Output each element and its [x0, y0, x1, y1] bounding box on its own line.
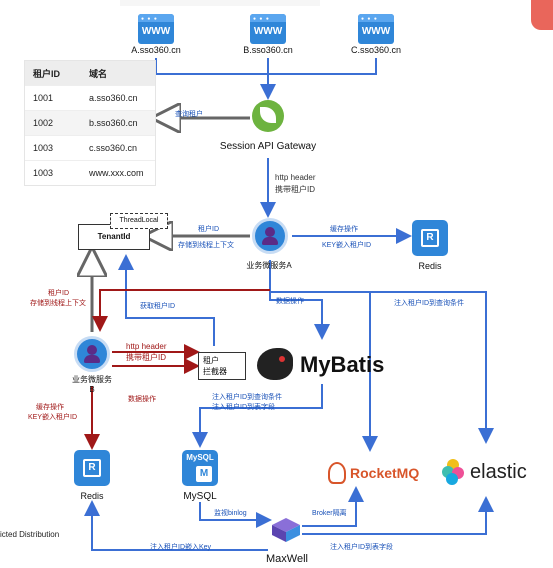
svc-b-carry-tenant-label: 携带租户ID — [126, 353, 166, 362]
threadlocal-box: ThreadLocal — [110, 213, 168, 229]
mybatis-logo: MyBatis — [300, 352, 385, 377]
service-b-icon — [74, 336, 110, 372]
redis-b-label: Redis — [80, 491, 104, 501]
interceptor-line2: 拦截器 — [203, 367, 227, 376]
site-links — [155, 58, 377, 100]
svc-a-store-ctx-label: 存储到线程上下文 — [178, 242, 234, 249]
svc-b-data-op-label: 数据操作 — [128, 396, 156, 403]
site-a-icon: ● ● ● WWW — [138, 14, 174, 44]
mysql-doc-icon: M — [196, 466, 212, 482]
site-c-icon: ● ● ● WWW — [358, 14, 394, 44]
cell-id: 1002 — [33, 118, 54, 128]
cell-id: 1003 — [33, 143, 54, 153]
binlog-label: 监视binlog — [214, 510, 247, 517]
service-a-icon — [252, 218, 288, 254]
footer-text: icted Distribution — [0, 530, 60, 539]
site-a-domain: A.sso360.cn — [131, 45, 181, 55]
svc-b-cache-op-label: 缓存操作 — [36, 404, 64, 411]
svc-a-cache-op-label: 缓存操作 — [330, 226, 358, 233]
site-c-icon-label: WWW — [361, 26, 391, 37]
redis-b-icon: R — [74, 450, 110, 486]
site-c-domain: C.sso360.cn — [350, 45, 402, 55]
table-row: 1003 c.sso360.cn — [25, 136, 155, 161]
site-b-domain: B.sso360.cn — [243, 45, 293, 55]
svc-a-data-op-label: 数据操作 — [276, 298, 304, 305]
mybatis-inject-query-label: 注入租户ID到查询条件 — [212, 394, 282, 401]
mybatis-inject-field-label: 注入租户ID到表字段 — [212, 404, 275, 411]
cell-id: 1001 — [33, 93, 54, 103]
cell-domain: b.sso360.cn — [89, 118, 138, 128]
redis-a-glyph: R — [426, 232, 434, 243]
svc-b-tenant-id-label: 租户ID — [48, 290, 69, 297]
mysql-label: MySQL — [183, 491, 217, 502]
site-b-icon-label: WWW — [253, 26, 283, 37]
maxwell-label: MaxWell — [266, 553, 308, 565]
redis-a-label: Redis — [418, 261, 442, 271]
table-row: 1002 b.sso360.cn — [25, 111, 155, 136]
gateway-label: Session API Gateway — [219, 141, 317, 152]
cell-id: 1003 — [33, 168, 54, 178]
rocketmq-icon — [328, 462, 346, 484]
mybatis-bird-icon — [257, 348, 293, 380]
red-link-a-b — [92, 289, 270, 332]
svc-a-key-tenant-label: KEY嵌入租户ID — [322, 242, 372, 249]
rocketmq-label: RocketMQ — [350, 465, 420, 481]
header-domain: 域名 — [89, 68, 108, 79]
cell-domain: c.sso360.cn — [89, 143, 138, 153]
tenant-table: 租户ID 域名 1001 a.sso360.cn 1002 b.sso360.c… — [24, 60, 156, 186]
table-row: 1003 www.xxx.com — [25, 161, 155, 185]
corner-badge — [531, 0, 553, 30]
elastic-label: elastic — [470, 461, 527, 483]
mysql-icon-text: MySQL — [186, 453, 214, 462]
lookup-tenant-label: 查询租户 — [175, 111, 203, 118]
http-header-label: http header — [275, 173, 316, 182]
svc-b-store-ctx-label: 存储到线程上下文 — [30, 300, 86, 307]
service-a-label: 业务微服务A — [246, 261, 292, 270]
svc-b-http-header-label: http header — [126, 342, 167, 351]
svc-a-inject-query-label: 注入租户ID到查询条件 — [394, 300, 464, 307]
site-a-icon-label: WWW — [141, 26, 171, 37]
broker-isolation-label: Broker隔离 — [312, 510, 347, 517]
service-b-suffix: B — [89, 385, 95, 394]
table-header: 租户ID 域名 — [25, 61, 155, 86]
spring-leaf-icon — [252, 100, 284, 132]
window-top-strip — [120, 0, 320, 6]
carry-tenant-label: 携带租户ID — [275, 185, 315, 194]
maxwell-inject-key-label: 注入租户ID嵌入Key — [150, 544, 212, 551]
svc-b-key-tenant-label: KEY嵌入租户ID — [28, 414, 78, 421]
maxwell-icon — [272, 518, 300, 542]
site-b-icon: ● ● ● WWW — [250, 14, 286, 44]
cell-domain: a.sso360.cn — [89, 93, 138, 103]
cell-domain: www.xxx.com — [89, 168, 144, 178]
svc-a-tenant-id-label: 租户ID — [198, 226, 219, 233]
interceptor-line1: 租户 — [203, 356, 219, 365]
maxwell-inject-field-label: 注入租户ID到表字段 — [330, 544, 393, 551]
mysql-icon: MySQL M — [182, 450, 218, 486]
header-tenant-id: 租户ID — [33, 68, 61, 79]
elastic-icon — [442, 459, 464, 485]
tenant-interceptor-box: 租户 拦截器 — [198, 352, 246, 380]
table-row: 1001 a.sso360.cn — [25, 86, 155, 111]
service-b-label: 业务微服务 — [72, 375, 112, 384]
svc-a-get-tenant-label: 获取租户ID — [140, 303, 175, 310]
redis-a-icon: R — [412, 220, 448, 256]
redis-b-glyph: R — [88, 462, 96, 473]
